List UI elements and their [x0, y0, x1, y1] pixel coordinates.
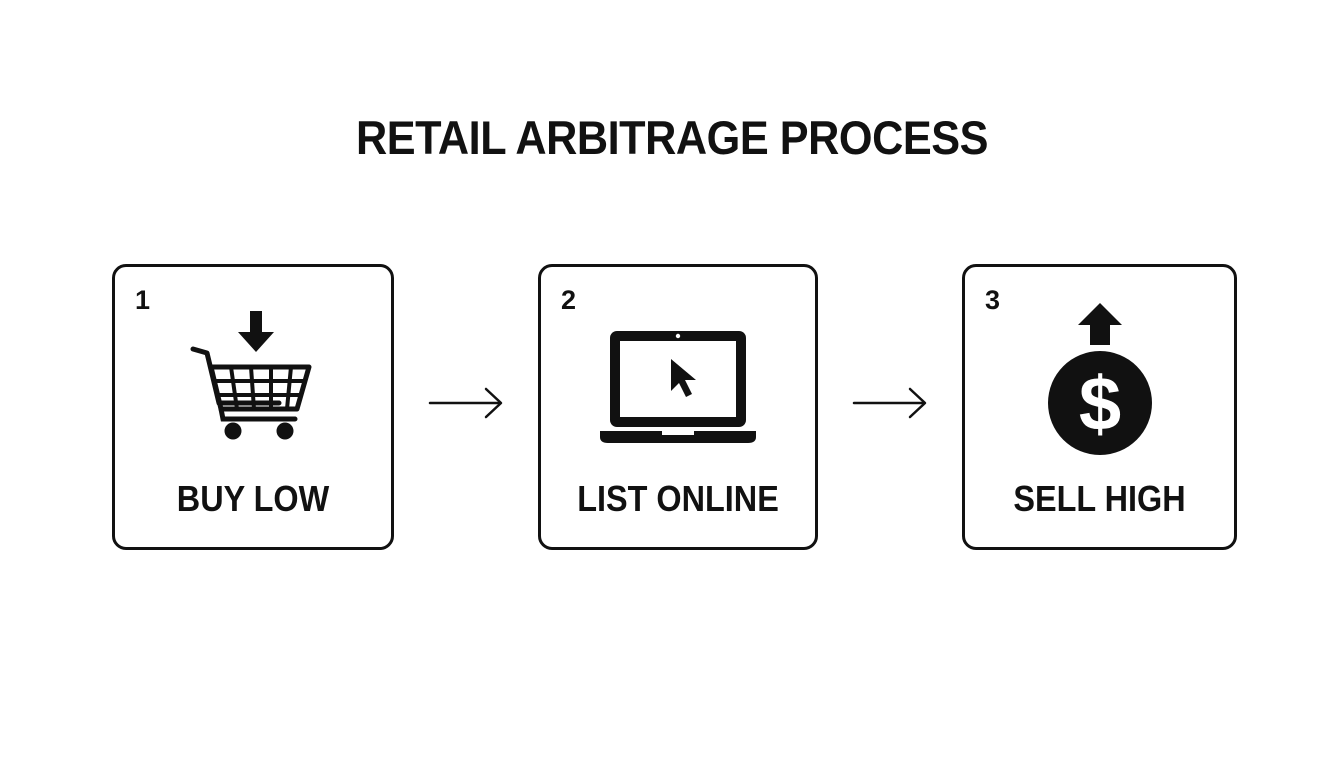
step-label: LIST ONLINE	[577, 478, 779, 519]
svg-text:$: $	[1078, 362, 1120, 447]
right-arrow-icon	[852, 387, 927, 419]
step-number: 2	[561, 285, 577, 315]
diagram-title: RETAIL ARBITRAGE PROCESS	[355, 111, 989, 164]
laptop-cursor-icon	[600, 331, 756, 443]
step-label: BUY LOW	[176, 478, 330, 519]
step-card-buy-low: 1 BUY LOW	[112, 264, 394, 550]
right-arrow-icon	[428, 387, 503, 419]
step-card-sell-high: 3 $ SELL HIGH	[962, 264, 1237, 550]
shopping-cart-down-arrow-icon	[190, 311, 312, 440]
step-card-list-online: 2 LIST ONLINE	[538, 264, 818, 550]
step-number: 1	[135, 285, 151, 315]
step-label: SELL HIGH	[1013, 478, 1186, 519]
money-bag-up-arrow-icon: $	[1047, 303, 1152, 455]
step-number: 3	[985, 285, 1001, 315]
